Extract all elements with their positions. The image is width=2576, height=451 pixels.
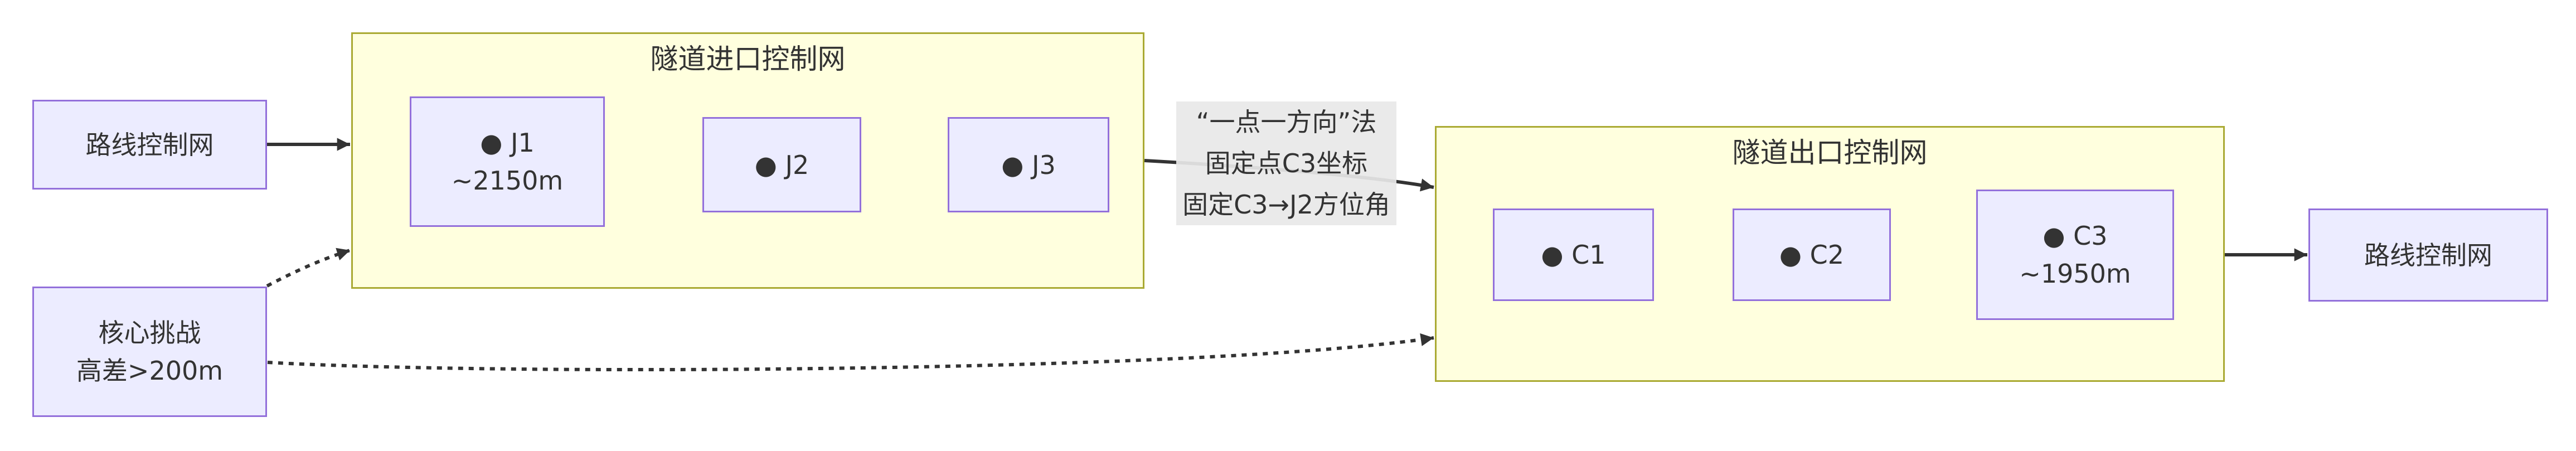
node-route-right-label: 路线控制网 — [2364, 240, 2492, 270]
node-route-control-right: 路线控制网 — [2308, 208, 2548, 302]
edge-label-method-line3: 固定C3→J2方位角 — [1182, 190, 1390, 220]
j1-point-label: ● J1 — [480, 128, 535, 158]
node-j1: ● J1 ~2150m — [410, 96, 605, 227]
node-core-challenge: 核心挑战 高差>200m — [32, 287, 267, 417]
node-j2: ● J2 — [702, 117, 861, 212]
node-route-left-label: 路线控制网 — [85, 129, 214, 160]
challenge-height-diff-text: 高差>200m — [76, 356, 224, 386]
edge-label-method-line1: “一点一方向”法 — [1196, 107, 1377, 137]
edge-challenge-to-entrance-dotted — [266, 248, 351, 288]
c1-point-label: ● C1 — [1541, 240, 1606, 270]
cluster-exit-title: 隧道出口控制网 — [1732, 137, 1928, 169]
node-route-control-left: 路线控制网 — [32, 100, 267, 190]
j3-point-label: ● J3 — [1001, 149, 1056, 180]
edge-challenge-to-exit-dotted — [267, 333, 1434, 372]
node-c3: ● C3 ~1950m — [1976, 190, 2174, 320]
edge-label-method: “一点一方向”法 固定点C3坐标 固定C3→J2方位角 — [1176, 101, 1396, 225]
node-c2: ● C2 — [1733, 208, 1891, 301]
c2-point-label: ● C2 — [1779, 240, 1845, 270]
c3-point-label: ● C3 — [2043, 221, 2108, 251]
j2-point-label: ● J2 — [754, 149, 809, 180]
j1-elevation-text: ~2150m — [451, 166, 564, 196]
challenge-title-text: 核心挑战 — [98, 318, 201, 348]
c3-elevation-text: ~1950m — [2019, 259, 2131, 289]
node-c1: ● C1 — [1493, 208, 1654, 301]
node-j3: ● J3 — [948, 117, 1109, 212]
cluster-entrance-title: 隧道进口控制网 — [650, 43, 846, 75]
edge-label-method-line2: 固定点C3坐标 — [1205, 148, 1368, 178]
